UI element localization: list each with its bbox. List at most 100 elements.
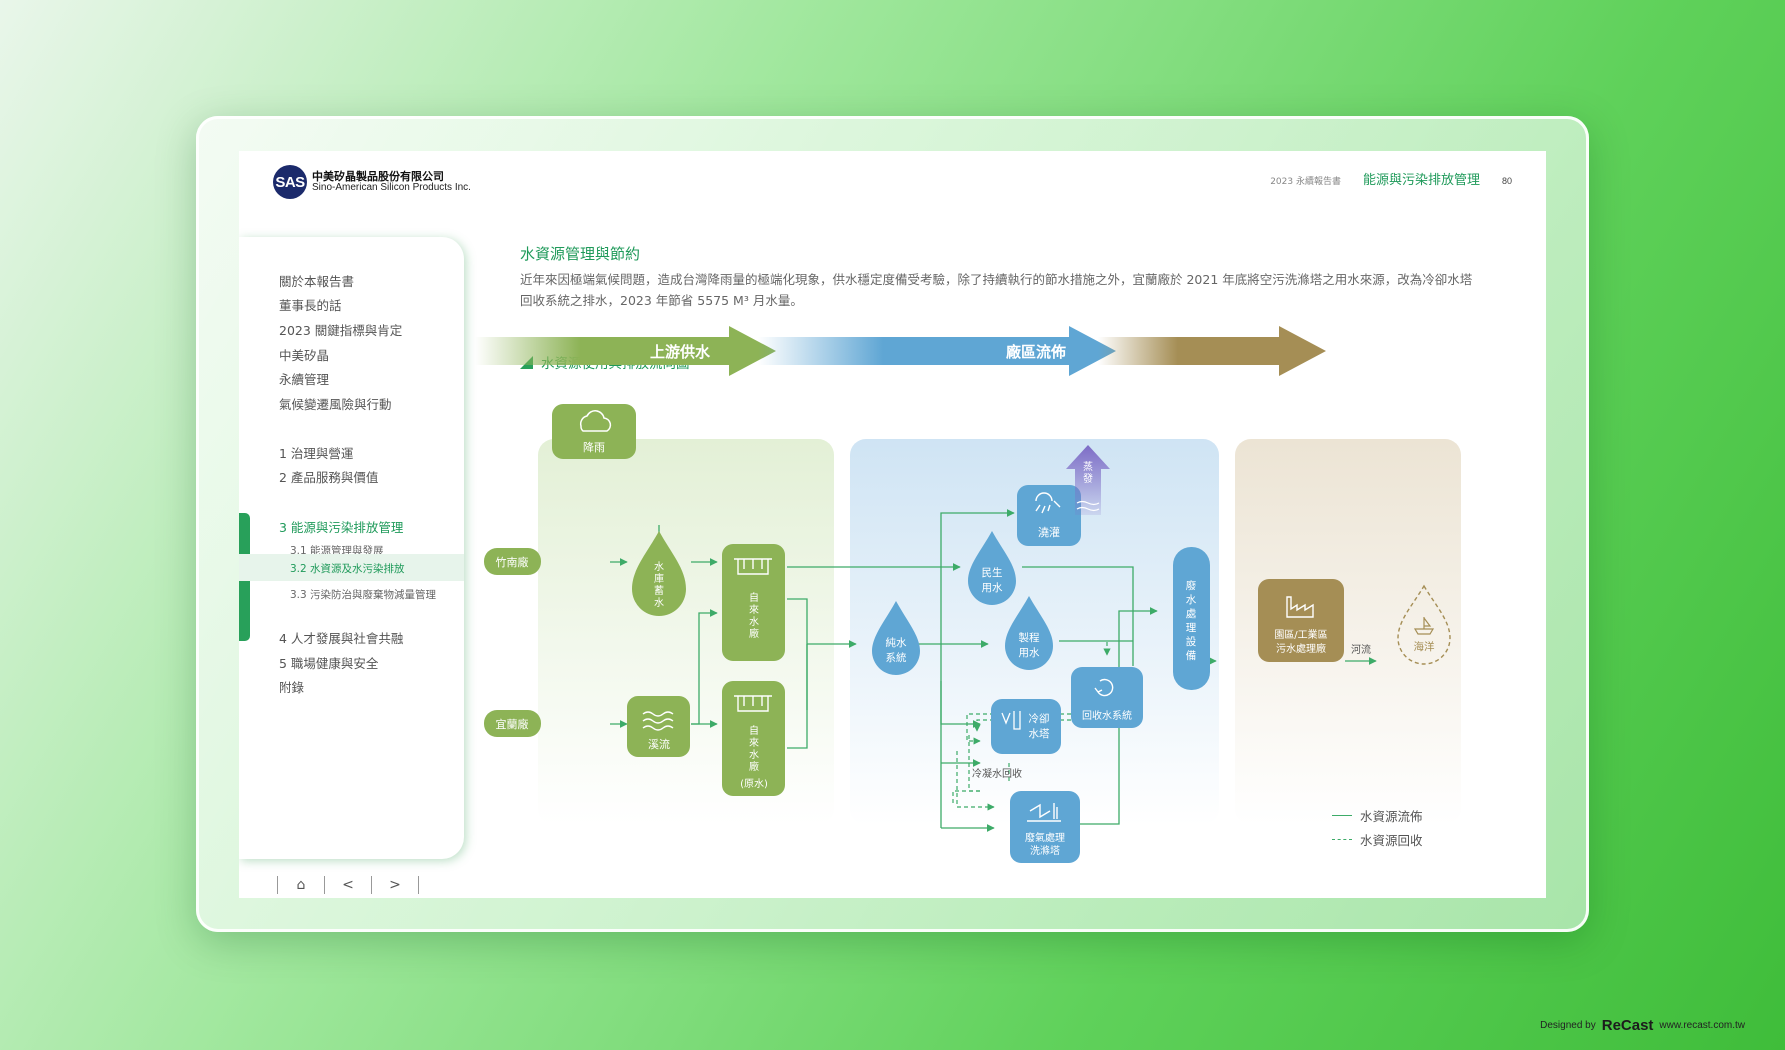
diagram-legend: 水資源流佈 水資源回收: [1332, 803, 1423, 851]
scrubber-label-2: 洗滌塔: [1030, 844, 1060, 857]
water-flow-diagram: 上游供水 廠區流佈 下游排水: [475, 326, 1461, 863]
company-name-cn: 中美矽晶製品股份有限公司: [312, 169, 444, 183]
node-ocean[interactable]: [1397, 584, 1451, 665]
node-irrigation[interactable]: [1017, 485, 1081, 546]
node-scrubber[interactable]: [1010, 791, 1080, 863]
node-process-water[interactable]: [1005, 596, 1053, 670]
node-yilan-label: 宜蘭廠: [496, 717, 529, 731]
process-label-2: 用水: [1019, 647, 1041, 659]
node-cooling-tower[interactable]: [991, 699, 1061, 754]
ww-char-5: 設: [1186, 635, 1197, 648]
evap-char-2: 發: [1083, 472, 1093, 485]
stage-label-upstream: 上游供水: [650, 343, 711, 361]
reservoir-char-4: 水: [654, 597, 664, 609]
credit-prefix: Designed by: [1540, 1020, 1596, 1031]
sidebar-item-products[interactable]: 2 產品服務與價值: [279, 470, 379, 485]
tap2-char-3: 水: [749, 749, 759, 761]
cooling-tower-icon: [1001, 711, 1021, 730]
node-wastewater-treatment[interactable]: [1173, 547, 1210, 690]
cloud-rain-icon: [579, 410, 612, 432]
legend-dashed-line-icon: [1332, 838, 1352, 840]
stage-arrow-downstream: [1098, 326, 1326, 376]
node-hsinchu-plant[interactable]: [484, 548, 541, 575]
sidebar-item-climate[interactable]: 氣候變遷風險與行動: [279, 397, 392, 412]
sas-logo-icon: SAS: [273, 165, 307, 199]
scrubber-label-1: 廢氣處理: [1025, 831, 1065, 844]
node-recovery-label: 回收水系統: [1082, 709, 1132, 722]
section-title: 水資源管理與節約: [520, 245, 641, 263]
node-hsinchu-label: 竹南廠: [496, 555, 529, 569]
page-number: 80: [1501, 176, 1512, 186]
stage-arrow-plant: [758, 326, 1116, 376]
sidebar-item-key-indicators[interactable]: 2023 關鍵指標與肯定: [279, 323, 403, 338]
node-evaporation[interactable]: [1066, 445, 1110, 515]
node-rain-label: 降雨: [583, 440, 605, 454]
process-label-1: 製程: [1019, 631, 1041, 644]
water-plant-icon: [734, 558, 772, 575]
ww-char-4: 理: [1186, 622, 1197, 634]
prev-page-button[interactable]: <: [342, 877, 354, 893]
sidebar-item-chairman[interactable]: 董事長的話: [279, 298, 342, 313]
sidebar-item-governance[interactable]: 1 治理與營運: [279, 446, 354, 461]
tap2-char-4: 廠: [749, 760, 759, 773]
sidebar-subitem-pollution[interactable]: 3.3 污染防治與廢棄物減量管理: [290, 589, 437, 601]
ww-char-1: 廢: [1186, 579, 1197, 592]
cooling-label-1: 冷卻: [1029, 712, 1050, 725]
sidebar-item-about[interactable]: 關於本報告書: [279, 274, 355, 289]
stage-arrow-upstream: [475, 326, 776, 376]
node-park-sewage-plant[interactable]: [1258, 579, 1344, 662]
tap1-char-2: 來: [749, 604, 759, 616]
legend-solid-label: 水資源流佈: [1360, 808, 1423, 824]
node-domestic-water[interactable]: [968, 531, 1016, 605]
sidebar-subitem-highlight: [239, 554, 464, 581]
sidebar-subitem-water[interactable]: 3.2 水資源及水污染排放: [290, 563, 405, 575]
domestic-label-1: 民生: [982, 566, 1003, 579]
recast-logo[interactable]: ReCast: [1601, 1017, 1654, 1034]
stage-label-downstream: 下游排水: [1321, 343, 1382, 361]
tap1-char-1: 自: [749, 591, 759, 604]
reservoir-char-3: 蓄: [654, 585, 664, 597]
node-yilan-plant[interactable]: [484, 710, 541, 737]
node-reservoir[interactable]: [632, 531, 686, 616]
node-stream[interactable]: [627, 696, 690, 757]
panel-upstream: [538, 439, 834, 825]
waves-icon: [642, 711, 674, 731]
park-label-1: 園區/工業區: [1274, 628, 1327, 641]
node-irrigation-label: 澆灌: [1038, 525, 1060, 539]
node-stream-label: 溪流: [648, 737, 670, 751]
company-logo[interactable]: SAS 中美矽晶製品股份有限公司 Sino-American Silicon P…: [273, 165, 471, 199]
sidebar-item-safety[interactable]: 5 職場健康與安全: [279, 656, 379, 671]
sidebar-item-company[interactable]: 中美矽晶: [279, 348, 330, 363]
sidebar-item-talent[interactable]: 4 人才發展與社會共融: [279, 631, 404, 646]
next-page-button[interactable]: >: [389, 877, 401, 893]
legend-dashed-label: 水資源回收: [1360, 832, 1423, 848]
sidebar-item-energy[interactable]: 3 能源與污染排放管理: [279, 520, 404, 535]
ww-char-2: 水: [1186, 594, 1197, 606]
current-section: 能源與污染排放管理: [1362, 173, 1480, 188]
ww-char-6: 備: [1186, 649, 1197, 662]
node-recovery-system[interactable]: [1071, 667, 1143, 728]
sprinkler-icon: [1035, 492, 1061, 514]
ww-char-3: 處: [1186, 607, 1197, 620]
reservoir-char-1: 水: [654, 561, 664, 573]
sidebar-item-appendix[interactable]: 附錄: [279, 680, 305, 695]
evap-char-1: 蒸: [1083, 461, 1093, 473]
credit-url[interactable]: www.recast.com.tw: [1659, 1020, 1745, 1031]
cooling-label-2: 水塔: [1029, 727, 1051, 740]
tap2-sub-label: (原水): [740, 778, 768, 790]
node-pure-water-system[interactable]: [872, 601, 920, 675]
steam-icon: [1076, 500, 1100, 512]
recycle-icon: [1094, 678, 1114, 697]
pure-label-2: 系統: [886, 651, 907, 664]
condensate-label: 冷凝水回收: [972, 767, 1022, 780]
panel-downstream: [1235, 439, 1461, 825]
section-paragraph: 近年來因極端氣候問題，造成台灣降雨量的極端化現象，供水穩定度備受考驗，除了持續執…: [520, 272, 1473, 308]
water-plant-icon-2: [734, 695, 772, 712]
company-name-en: Sino-American Silicon Products Inc.: [312, 181, 471, 193]
boat-icon: [1413, 617, 1435, 635]
stage-label-plant: 廠區流佈: [1006, 343, 1066, 361]
home-icon[interactable]: ⌂: [296, 877, 306, 893]
scrubber-icon: [1027, 803, 1061, 822]
designer-credit: Designed by ReCast www.recast.com.tw: [1540, 1017, 1745, 1034]
sidebar-item-sustainability[interactable]: 永續管理: [279, 372, 330, 387]
